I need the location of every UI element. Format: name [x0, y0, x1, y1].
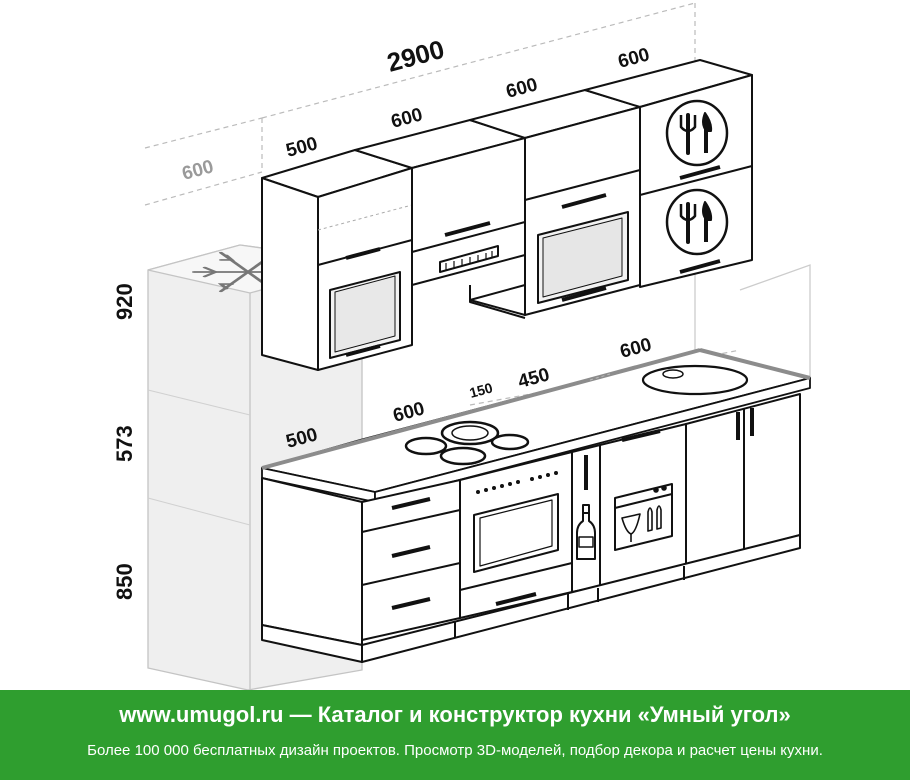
dim-upper-2: 600: [389, 104, 425, 132]
footer-subtitle: Более 100 000 бесплатных дизайн проектов…: [87, 742, 823, 759]
upper-cabinet-4: [584, 59, 753, 288]
lower-cabinets: [261, 393, 801, 663]
oven-knobs: [476, 471, 558, 494]
dishwasher-unit: [599, 423, 687, 587]
dim-counter-4: 450: [516, 364, 552, 392]
upper-cabinet-1: [261, 149, 413, 371]
dim-height-middle: 573: [112, 425, 137, 462]
cutlery-icon: [665, 188, 729, 256]
dim-counter-2: 600: [391, 398, 427, 426]
footer-title[interactable]: www.umugol.ru — Каталог и конструктор ку…: [119, 702, 791, 727]
dishwasher-icon: [614, 483, 673, 551]
countertop: [261, 348, 811, 503]
dim-height-lower: 850: [112, 563, 137, 600]
footer-banner: www.umugol.ru — Каталог и конструктор ку…: [0, 690, 910, 780]
bottle-unit: [571, 444, 601, 593]
microwave-icon: [537, 211, 629, 304]
range-hood-icon: [439, 245, 499, 273]
bottle-icon: [576, 504, 596, 560]
drawer-unit: [361, 479, 461, 641]
cutlery-icon: [665, 99, 729, 167]
dim-height-upper: 920: [112, 283, 137, 320]
cooktop-icon: [404, 420, 530, 466]
sink-icon: [641, 364, 749, 396]
upper-cabinet-2: [354, 119, 526, 286]
dim-counter-5: 600: [618, 334, 654, 362]
dim-upper-1: 500: [284, 133, 320, 161]
dim-counter-3: 150: [468, 379, 495, 401]
kitchen-drawing: 2900 600 500 600 600 600 500 600 150 450…: [112, 2, 811, 690]
dim-fridge-depth: 600: [180, 156, 216, 184]
upper-cabinets: [261, 59, 753, 371]
oven-unit: [459, 451, 573, 619]
dim-upper-4: 600: [616, 44, 652, 72]
dim-upper-3: 600: [504, 74, 540, 102]
